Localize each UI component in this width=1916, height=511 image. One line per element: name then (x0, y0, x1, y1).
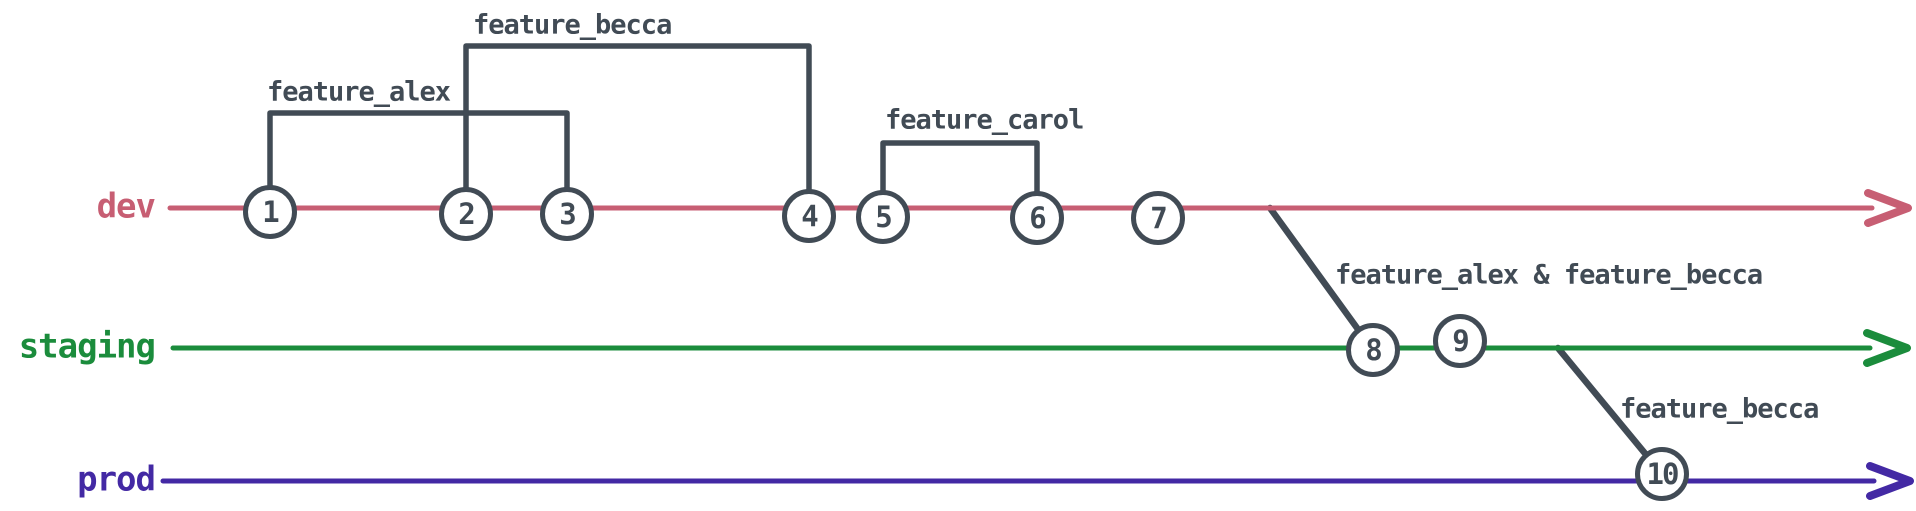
commit-node-7: 7 (1131, 191, 1185, 245)
feature-label-3: feature_alex & feature_becca (1335, 259, 1763, 291)
commit-node-8: 8 (1346, 323, 1400, 377)
commit-node-1: 1 (243, 185, 297, 239)
branch-label-dev: dev (96, 186, 156, 227)
arrow-right-icon-dev (1864, 189, 1912, 227)
commit-node-3: 3 (540, 187, 594, 241)
feature-bracket-0 (267, 110, 570, 193)
commit-node-4: 4 (782, 189, 836, 243)
feature-bracket-2 (880, 140, 1040, 197)
feature-label-0: feature_alex (267, 76, 451, 108)
feature-label-1: feature_becca (473, 9, 672, 41)
commit-node-6: 6 (1010, 191, 1064, 245)
commit-node-5: 5 (856, 190, 910, 244)
feature-bracket-1 (463, 43, 812, 195)
feature-label-4: feature_becca (1620, 393, 1819, 425)
arrow-right-icon-staging (1863, 329, 1911, 367)
branch-label-staging: staging (18, 326, 156, 367)
commit-node-9: 9 (1433, 314, 1487, 368)
merge-line-0 (1266, 204, 1377, 354)
commit-node-10: 10 (1635, 447, 1689, 501)
arrow-right-icon-prod (1866, 462, 1914, 500)
branch-label-prod: prod (77, 459, 156, 500)
feature-label-2: feature_carol (885, 104, 1084, 136)
commit-node-2: 2 (439, 187, 493, 241)
